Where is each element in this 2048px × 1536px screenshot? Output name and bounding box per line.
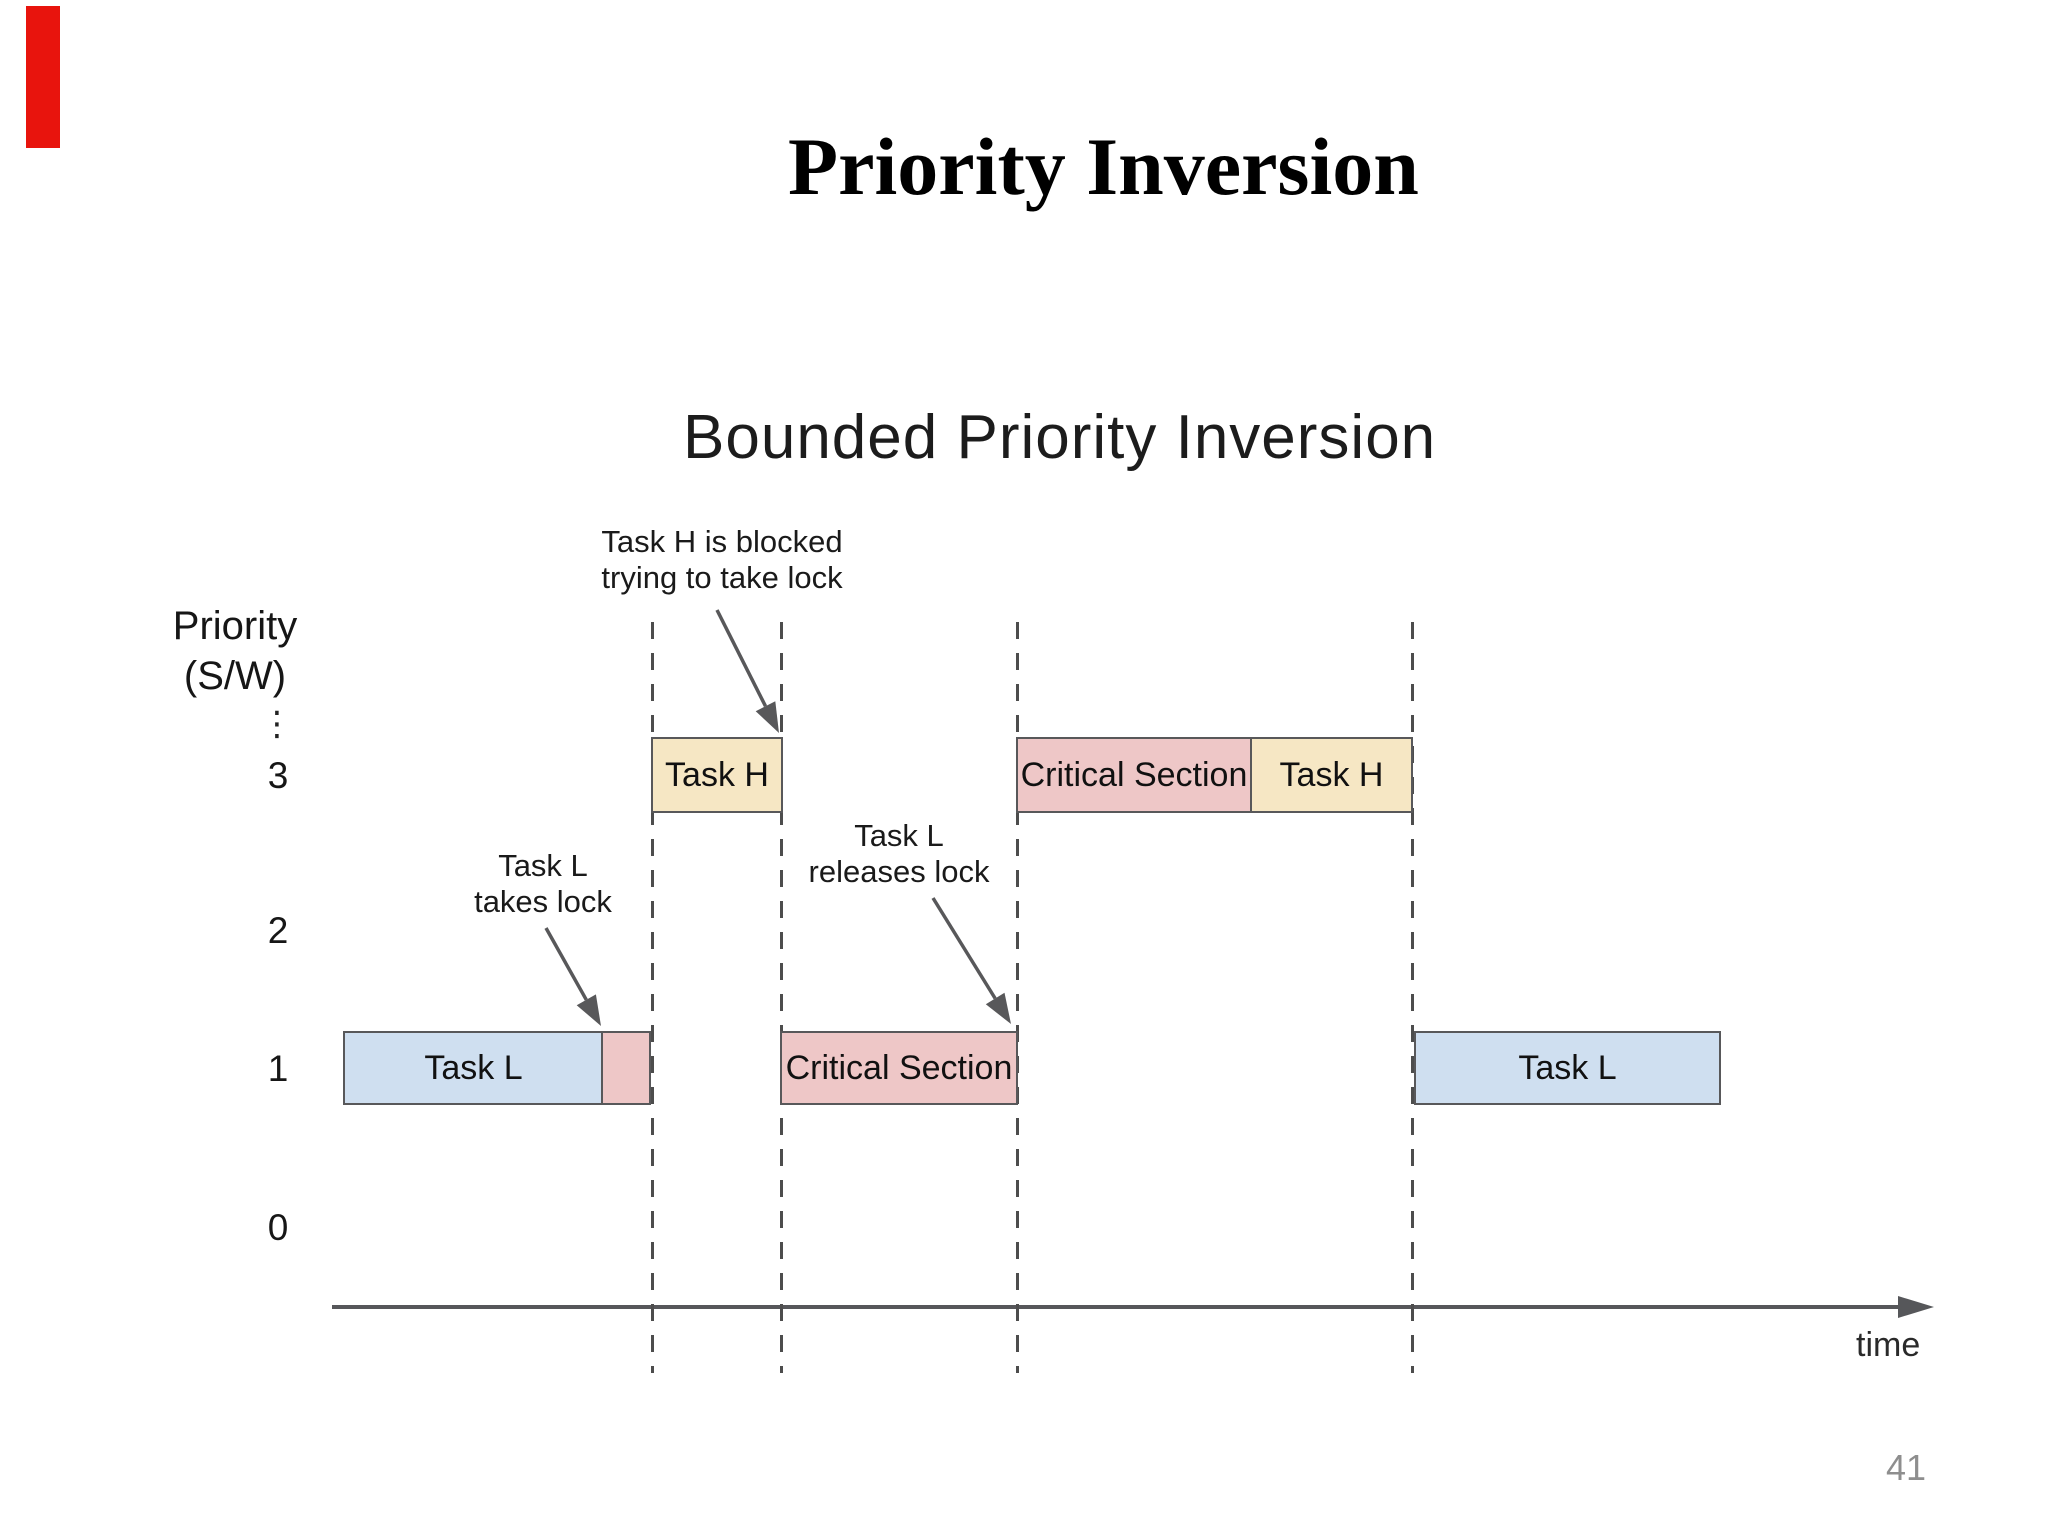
- event-dashed-line-4: [1411, 622, 1414, 1373]
- bar-task-h-right: Task H: [1250, 737, 1413, 813]
- y-tick-1: 1: [267, 1048, 289, 1089]
- annotation-task-l-takes-lock: Task L takes lock: [474, 848, 612, 920]
- bar-critical-section-top: Critical Section: [1016, 737, 1252, 813]
- releases-lock-arrowhead-icon: [985, 992, 1011, 1024]
- annotation-task-h-blocked-line2: trying to take lock: [601, 560, 843, 595]
- bar-task-l-right: Task L: [1414, 1031, 1721, 1105]
- blocked-arrowhead-icon: [755, 701, 779, 733]
- takes-lock-arrow-line: [544, 927, 588, 1001]
- y-axis-label: Priority (S/W): [173, 601, 297, 701]
- takes-lock-arrowhead-icon: [576, 994, 601, 1026]
- event-dashed-line-1: [651, 622, 654, 1373]
- bar-critical-section-mid-label: Critical Section: [785, 1048, 1013, 1087]
- y-axis-ellipsis: ⋮: [260, 705, 294, 743]
- page-number: 41: [1886, 1447, 1927, 1488]
- bar-task-h-right-label: Task H: [1279, 755, 1384, 794]
- time-axis-arrowhead-icon: [1898, 1296, 1934, 1318]
- annotation-task-l-takes-lock-line1: Task L: [498, 848, 588, 883]
- bar-task-l-left: Task L: [343, 1031, 604, 1105]
- y-tick-0: 0: [267, 1207, 289, 1248]
- bar-task-h-left: Task H: [651, 737, 783, 813]
- y-tick-2: 2: [267, 910, 289, 951]
- y-tick-3: 3: [267, 755, 289, 796]
- y-axis-label-line2: (S/W): [183, 654, 287, 698]
- red-corner-mark: [26, 6, 60, 148]
- bar-critical-section-top-label: Critical Section: [1020, 755, 1248, 794]
- annotation-task-l-releases-lock-line2: releases lock: [808, 854, 990, 889]
- releases-lock-arrow-line: [931, 897, 997, 1000]
- bar-task-l-right-label: Task L: [1518, 1048, 1617, 1087]
- annotation-task-l-takes-lock-line2: takes lock: [474, 884, 612, 919]
- y-axis-label-line1: Priority: [172, 604, 298, 648]
- diagram-title: Bounded Priority Inversion: [683, 403, 1437, 472]
- x-axis-label: time: [1856, 1326, 1921, 1364]
- annotation-task-h-blocked-line1: Task H is blocked: [601, 524, 843, 559]
- bar-critical-section-mid: Critical Section: [780, 1031, 1018, 1105]
- bar-task-l-left-label: Task L: [424, 1048, 523, 1087]
- annotation-task-h-blocked: Task H is blocked trying to take lock: [601, 524, 842, 596]
- event-dashed-line-2: [780, 622, 783, 1373]
- annotation-task-l-releases-lock: Task L releases lock: [809, 818, 990, 890]
- blocked-arrow-line: [715, 609, 768, 707]
- bar-lock-held-segment: [601, 1031, 651, 1105]
- annotation-task-l-releases-lock-line1: Task L: [854, 818, 944, 853]
- event-dashed-line-3: [1016, 622, 1019, 1373]
- slide-title: Priority Inversion: [788, 121, 1419, 212]
- bar-task-h-left-label: Task H: [665, 755, 769, 794]
